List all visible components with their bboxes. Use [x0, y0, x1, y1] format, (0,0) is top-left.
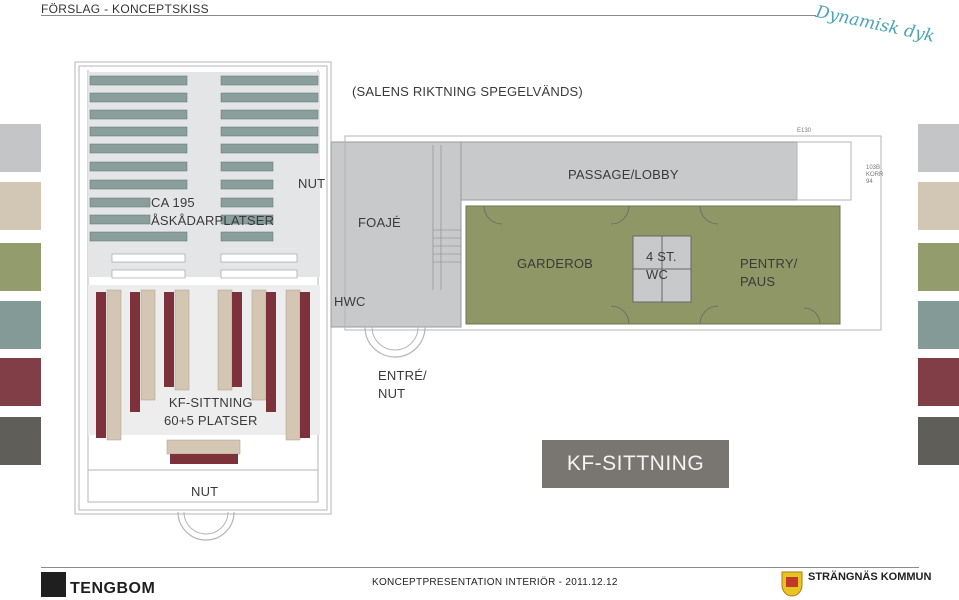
- teal-seat-rows: [89, 75, 319, 242]
- color-swatch-teal: [0, 301, 41, 349]
- footer-rule: [41, 567, 919, 568]
- direction-note: (SALENS RIKTNING SPEGELVÄNDS): [352, 84, 583, 99]
- color-swatch-burgundy: [0, 358, 41, 406]
- pentry-line1: PENTRY/: [740, 256, 798, 271]
- color-swatch-charcoal: [0, 417, 41, 465]
- color-swatch-beige: [0, 182, 41, 230]
- audience-area: [88, 72, 320, 277]
- loose-chairs: [111, 253, 298, 279]
- nut-top-label: NUT: [298, 176, 326, 191]
- stairs: [432, 145, 461, 290]
- hall-seating-line2: ÅSKÅDARPLATSER: [151, 212, 275, 228]
- passage-area: [460, 141, 798, 201]
- kf-seating-line1: KF-SITTNING: [168, 395, 253, 410]
- kf-tables: [106, 289, 301, 455]
- header-title: FÖRSLAG - KONCEPTSKISS: [41, 2, 209, 16]
- room-103b-line3: 94: [866, 179, 873, 186]
- color-swatch-olive-right: [918, 243, 959, 291]
- wc-line1: 4 ST.: [646, 249, 677, 264]
- color-swatch-grey: [0, 124, 41, 172]
- foyer-label: FOAJÉ: [358, 215, 401, 230]
- municipality-crest-icon: [781, 571, 803, 597]
- color-swatch-teal-right: [918, 301, 959, 349]
- wc-line2: WC: [646, 266, 669, 282]
- entrance-label: ENTRÉ/ NUT: [378, 367, 427, 402]
- pentry-line2: PAUS: [740, 273, 776, 289]
- passage-label: PASSAGE/LOBBY: [568, 167, 679, 182]
- municipality-name: STRÄNGNÄS KOMMUN: [808, 571, 932, 583]
- color-swatch-burgundy-right: [918, 358, 959, 406]
- tengbom-logo-text: TENGBOM: [70, 580, 156, 597]
- kf-seating-line2: 60+5 PLATSER: [164, 412, 258, 428]
- entrance-line2: NUT: [378, 385, 406, 401]
- hwc-label: HWC: [334, 294, 366, 309]
- room-e130-label: E130: [797, 128, 812, 134]
- kf-sitting-title: KF-SITTNING: [542, 440, 729, 488]
- hall-seating-label: CA 195 ÅSKÅDARPLATSER: [151, 194, 274, 229]
- color-swatch-grey-right: [918, 124, 959, 172]
- garderob-label: GARDEROB: [517, 256, 594, 271]
- color-swatch-beige-right: [918, 182, 959, 230]
- pentry-label: PENTRY/ PAUS: [740, 255, 798, 290]
- kf-area: [88, 285, 320, 435]
- foyer-area: [330, 141, 462, 328]
- wc-label: 4 ST. WC: [646, 248, 677, 283]
- header-rule: [41, 15, 816, 16]
- nut-bottom-label: NUT: [191, 484, 219, 499]
- color-swatch-olive: [0, 243, 41, 291]
- kf-seating-label: KF-SITTNING 60+5 PLATSER: [164, 394, 258, 429]
- color-swatch-charcoal-right: [918, 417, 959, 465]
- kf-chairs: [96, 292, 310, 464]
- tengbom-logo-icon: [41, 572, 66, 597]
- entrance-line1: ENTRÉ/: [378, 368, 427, 383]
- room-103b-line2: KORR: [866, 172, 884, 179]
- hall-seating-line1: CA 195: [151, 195, 195, 210]
- presentation-date: KONCEPTPRESENTATION INTERIÖR - 2011.12.1…: [372, 577, 618, 588]
- room-103b-line1: 103B: [866, 165, 881, 171]
- room-103b-label: 103B KORR 94: [866, 165, 883, 187]
